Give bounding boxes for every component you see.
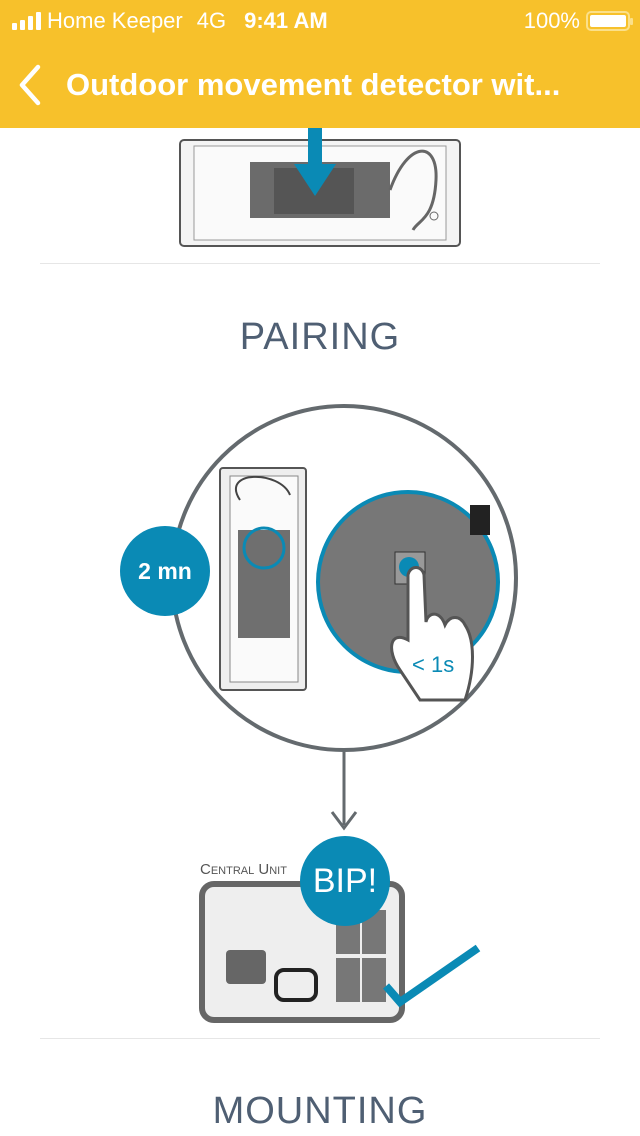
timer-badge: 2 mn xyxy=(120,526,210,616)
page-title: Outdoor movement detector wit... xyxy=(66,67,561,102)
battery-install-illustration xyxy=(179,120,461,247)
section-heading-mounting: MOUNTING xyxy=(212,1090,428,1132)
beep-label: BIP! xyxy=(312,861,378,900)
pairing-illustration xyxy=(170,404,518,831)
status-bar: Home Keeper 4G 9:41 AM 100% xyxy=(12,6,633,36)
divider xyxy=(40,263,600,264)
central-unit-label: Central unit xyxy=(200,861,287,878)
chevron-left-icon xyxy=(19,64,41,106)
signal-icon xyxy=(12,12,41,30)
battery-percent: 100% xyxy=(523,8,580,33)
timer-label: 2 mn xyxy=(138,557,192,584)
battery-icon xyxy=(586,11,633,31)
clock: 9:41 AM xyxy=(244,8,328,33)
carrier: Home Keeper xyxy=(47,8,183,33)
back-button[interactable] xyxy=(0,60,60,110)
nav-bar: Outdoor movement detector wit... xyxy=(0,60,640,110)
header: Home Keeper 4G 9:41 AM 100% Outdoor move… xyxy=(0,0,640,128)
press-duration-label: < 1s xyxy=(412,652,455,677)
beep-badge: BIP! xyxy=(300,836,390,926)
divider xyxy=(40,1038,600,1039)
section-heading-pairing: PAIRING xyxy=(239,316,401,358)
network: 4G xyxy=(196,8,227,33)
